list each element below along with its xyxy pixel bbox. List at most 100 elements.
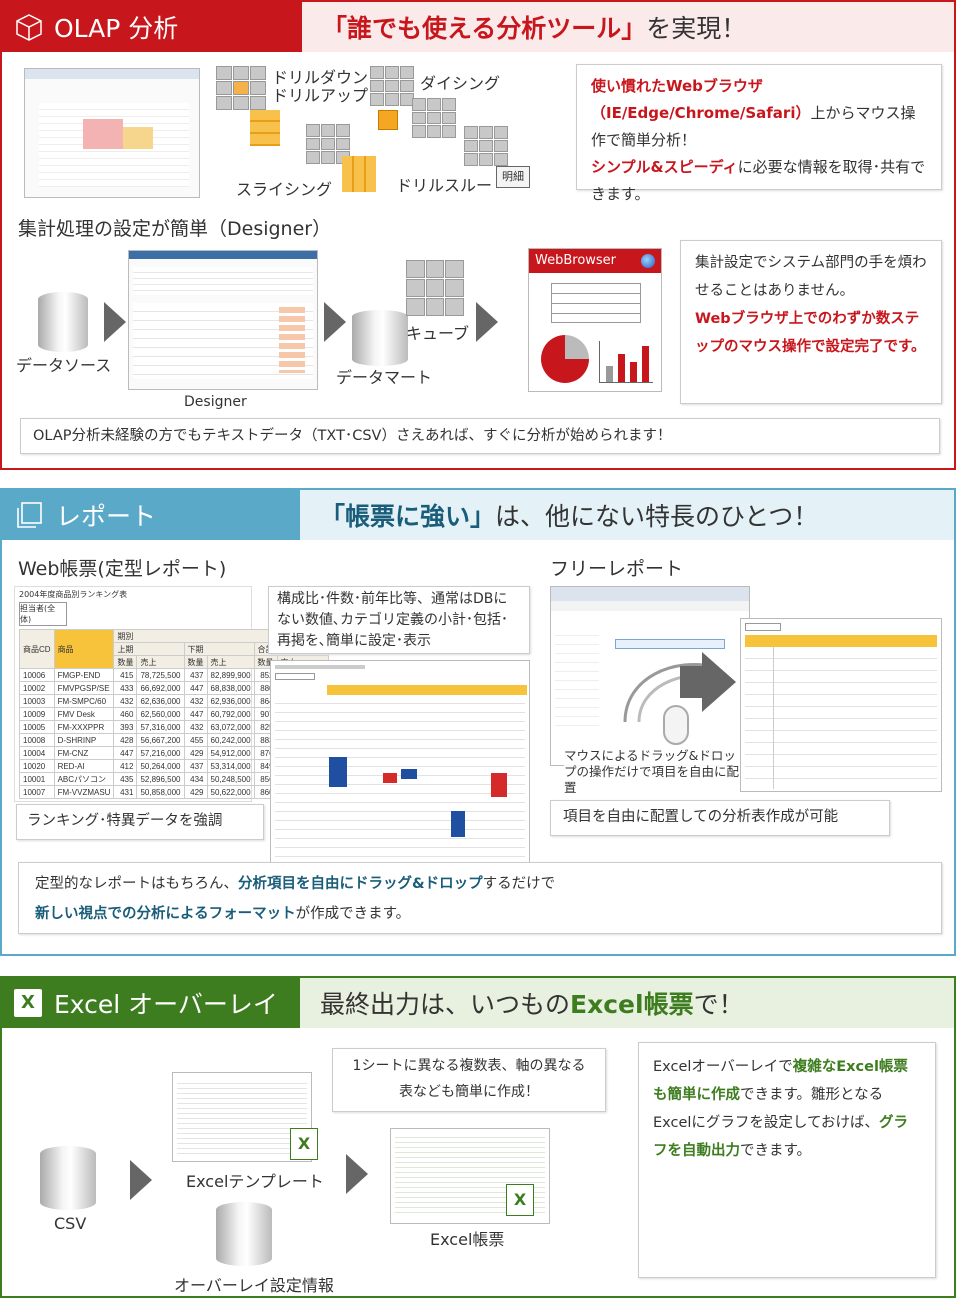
- bar-chart-icon: [599, 341, 653, 383]
- olap-headline: 「誰でも使える分析ツール」 を実現！: [302, 2, 954, 52]
- webbrowser-mockup: WebBrowser: [528, 248, 662, 392]
- table-cell: FMV Desk: [53, 707, 115, 721]
- arrow-right-icon: [324, 302, 346, 342]
- table-cell: 50,264,000: [136, 759, 185, 773]
- table-cell: FMGP-END: [53, 668, 115, 682]
- cube-drillthrough-icon: [464, 126, 508, 166]
- table-cell: 56,667,200: [136, 733, 185, 747]
- table-cell: 10004: [19, 746, 55, 760]
- table-cell: 52,896,500: [136, 772, 185, 786]
- op-dicing-label: ダイシング: [420, 74, 501, 93]
- op-drillup-label: ドリルアップ: [272, 86, 369, 105]
- webbrowser-title: WebBrowser: [529, 249, 661, 273]
- excel-note-a: Excelオーバーレイで: [653, 1059, 793, 1075]
- table-cell: 447: [183, 707, 208, 721]
- table-cell: FM-SMPC/60: [53, 694, 115, 708]
- table-cell: 447: [113, 746, 138, 760]
- ranking-table-panel: 2004年度商品別ランキング表 担当者(全体) 商品CD 商品 期別 上期 下期…: [14, 586, 330, 802]
- excel-section: X Excel オーバーレイ 最終出力は、いつもの Excel帳票 で！ CSV…: [0, 976, 956, 1298]
- report-section: レポート 「帳票に強い」 は、他にない特長のひとつ！ Web帳票(定型レポート)…: [0, 488, 956, 956]
- olap-section: OLAP 分析 「誰でも使える分析ツール」 を実現！ ドリルダウン ドリルアップ…: [0, 0, 956, 470]
- table-cell: FMVPGSP/SE: [53, 681, 115, 695]
- pie-chart-icon: [541, 335, 589, 383]
- col-qty: 数量: [113, 655, 138, 669]
- report-header: レポート: [2, 490, 300, 540]
- table-cell: FM-XXXPPR: [53, 720, 115, 734]
- overlay-settings-label: オーバーレイ設定情報: [174, 1276, 334, 1295]
- cube-outline-icon: [16, 14, 42, 41]
- excel-note-c: できます。: [740, 1143, 812, 1159]
- olap-headline-rest: を実現！: [646, 14, 747, 43]
- op-detail-label: 明細: [502, 170, 524, 183]
- table-cell: 66,692,000: [136, 681, 185, 695]
- datasource-label: データソース: [16, 356, 112, 375]
- template-label: Excelテンプレート: [186, 1172, 324, 1191]
- table-cell: 437: [183, 759, 208, 773]
- excel-file-icon: X: [290, 1128, 318, 1160]
- table-cell: 50,248,500: [206, 772, 255, 786]
- olap-note-browser: 使い慣れたWebブラウザ（IE/Edge/Chrome/Safari）上からマウ…: [576, 64, 942, 203]
- arrow-right-icon: [104, 302, 126, 342]
- table-cell: 57,216,000: [136, 746, 185, 760]
- table-cell: 434: [183, 772, 208, 786]
- report-callout-rank: ランキング･特異データを強調: [16, 804, 264, 840]
- olap-bottom-note: OLAP分析未経験の方でもテキストデータ（TXT･CSV）さえあれば、すぐに分析…: [20, 418, 940, 454]
- olap-header: OLAP 分析: [2, 2, 302, 52]
- table-cell: 432: [113, 694, 138, 708]
- report-bottom-b: するだけで: [482, 876, 556, 892]
- table-cell: 460: [113, 707, 138, 721]
- callout-top-text: 構成比･件数･前年比等、通常はDBにない数値､カテゴリ定義の小計･包括･再掲を､…: [277, 591, 508, 649]
- arrow-right-icon: [346, 1154, 368, 1194]
- ranking-table-title: 2004年度商品別ランキング表: [19, 590, 128, 599]
- report-pages-icon: [17, 502, 42, 528]
- olap-browser-screenshot: [24, 68, 200, 198]
- detail-doc-icon: 明細: [496, 166, 530, 188]
- table-cell: 62,560,000: [136, 707, 185, 721]
- col-name: 商品: [53, 629, 115, 669]
- op-drillthrough-label: ドリルスルー: [396, 176, 493, 195]
- table-cell: 10006: [19, 668, 55, 682]
- excel-callout-text: 1シートに異なる複数表、軸の異なる表なども簡単に作成！: [352, 1058, 586, 1100]
- table-cell: ABCパソコン: [53, 772, 115, 786]
- designer-label: Designer: [184, 394, 247, 410]
- overlay-cylinder-icon: [216, 1202, 272, 1266]
- output-label: Excel帳票: [430, 1230, 505, 1249]
- report-headline-rest: は、他にない特長のひとつ！: [495, 502, 819, 531]
- globe-icon: [641, 254, 655, 268]
- table-cell: 431: [113, 785, 138, 799]
- cube-dicing-result-icon: [412, 98, 456, 138]
- csv-cylinder-icon: [40, 1146, 96, 1210]
- op-slicing-label: スライシング: [236, 180, 333, 199]
- report-callout-free: 項目を自由に配置しての分析表作成が可能: [550, 800, 890, 836]
- table-cell: 393: [113, 720, 138, 734]
- olap-bottom-text: OLAP分析未経験の方でもテキストデータ（TXT･CSV）さえあれば、すぐに分析…: [33, 428, 672, 444]
- table-cell: 10002: [19, 681, 55, 695]
- ranking-select[interactable]: 担当者(全体): [19, 602, 67, 626]
- arrow-right-icon: [476, 302, 498, 342]
- drill-stack-icon: [250, 110, 280, 146]
- table-cell: 433: [113, 681, 138, 695]
- op-drilldown-label: ドリルダウン: [272, 68, 369, 87]
- table-cell: 10007: [19, 785, 55, 799]
- table-cell: 428: [113, 733, 138, 747]
- excel-callout: 1シートに異なる複数表、軸の異なる表なども簡単に作成！: [332, 1048, 606, 1112]
- report-bottom-a: 定型的なレポートはもちろん、: [35, 876, 238, 892]
- web-report-heading: Web帳票(定型レポート): [18, 558, 227, 580]
- table-cell: 50,858,000: [136, 785, 185, 799]
- table-cell: 435: [113, 772, 138, 786]
- table-cell: 415: [113, 668, 138, 682]
- cube-dicing-icon: [370, 66, 414, 106]
- note1-end: に必要な情報を取得･共有できます。: [591, 158, 926, 203]
- report-title: レポート: [56, 502, 157, 531]
- csv-label: CSV: [54, 1214, 87, 1233]
- datamart-cylinder-icon: [352, 310, 408, 366]
- excel-note: Excelオーバーレイで複雑なExcel帳票も簡単に作成できます。雛形となるEx…: [638, 1042, 936, 1278]
- table-cell: 10003: [19, 694, 55, 708]
- col-h1: 上期: [113, 642, 185, 656]
- table-cell: 10020: [19, 759, 55, 773]
- drag-caption-text: マウスによるドラッグ&ドロップの操作だけで項目を自由に配置: [564, 748, 740, 795]
- olap-title: OLAP 分析: [54, 14, 179, 43]
- table-cell: D-SHRINP: [53, 733, 115, 747]
- excel-note-b: できます。雛形となるExcelにグラフを設定しておけば、: [653, 1087, 884, 1131]
- table-cell: 63,072,000: [206, 720, 255, 734]
